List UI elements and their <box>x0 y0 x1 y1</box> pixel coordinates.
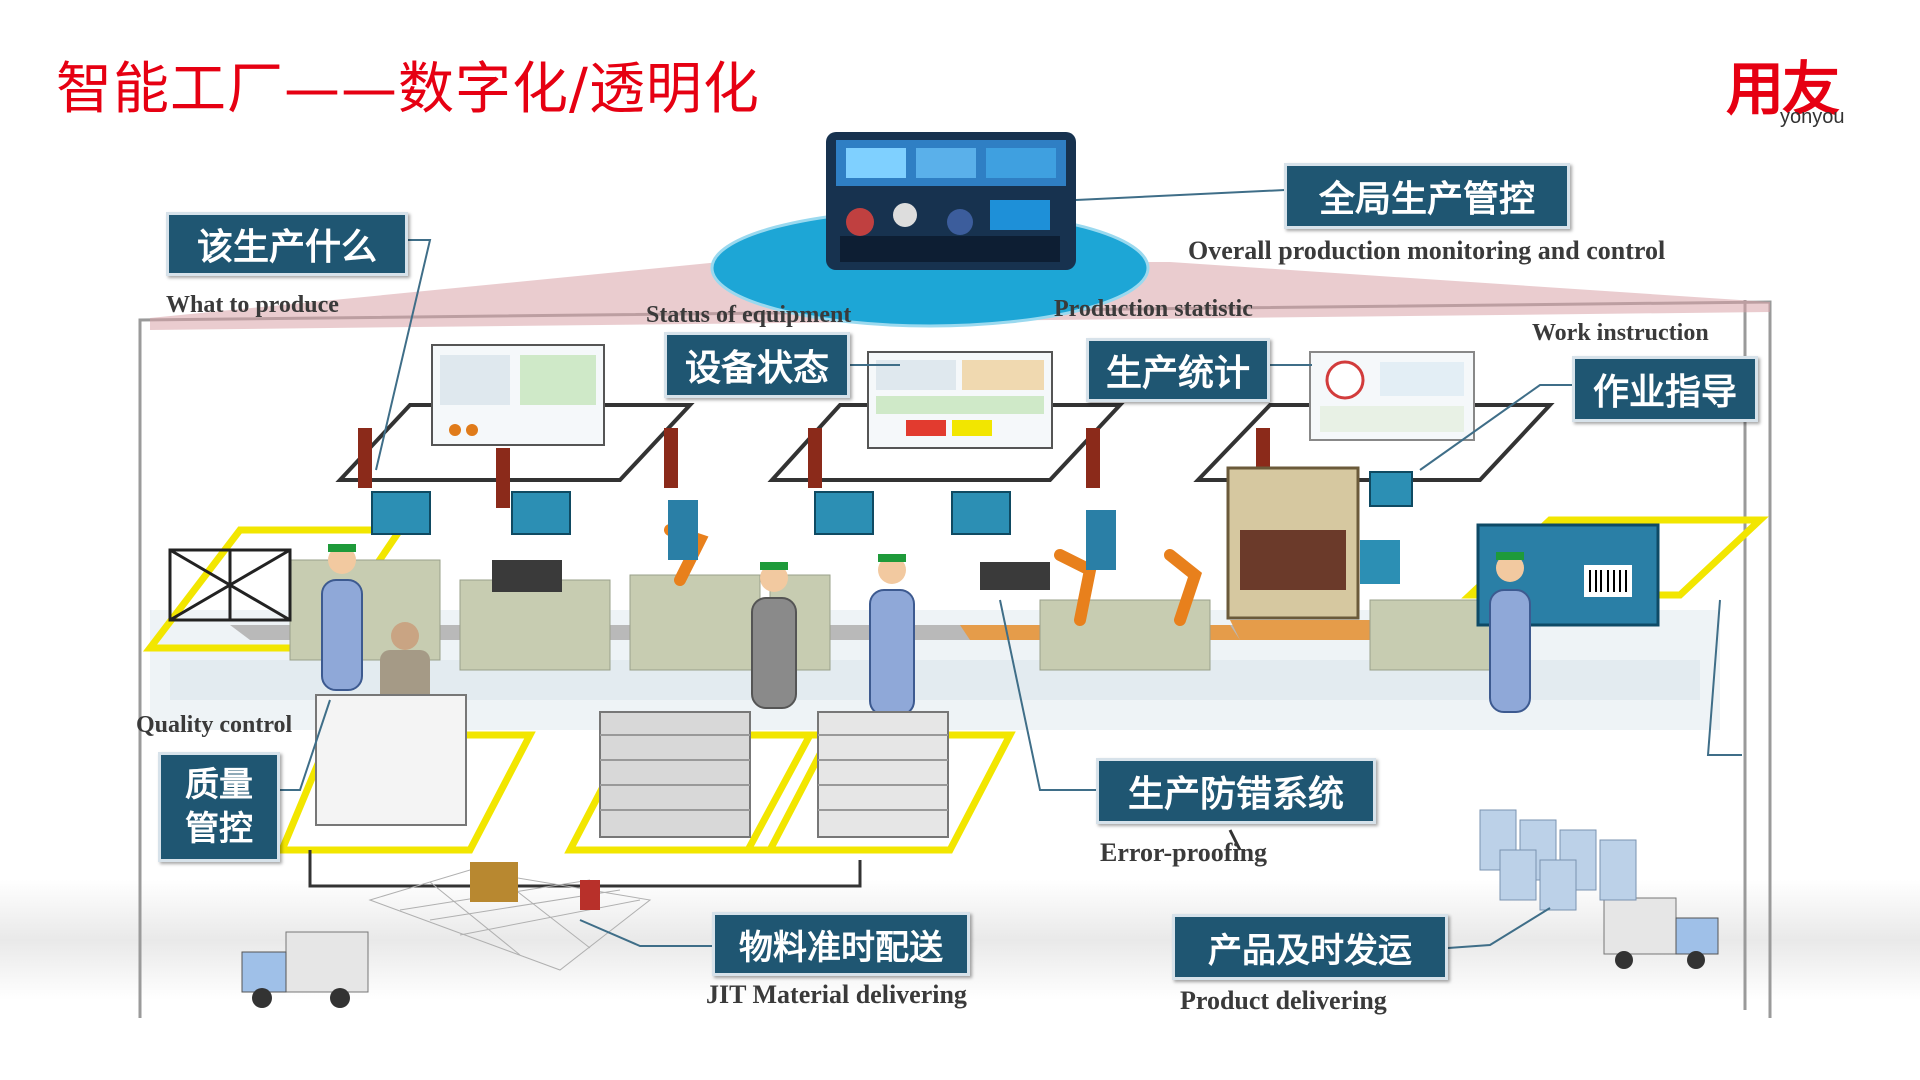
label-overall-control: 全局生产管控 <box>1284 163 1570 229</box>
label-quality-control: 质量 管控 <box>158 752 280 862</box>
caption-jit-material: JIT Material delivering <box>706 980 967 1009</box>
work-stations <box>289 559 1491 671</box>
label-production-statistic: 生产统计 <box>1086 338 1270 402</box>
logo-cn: 用友 <box>1726 55 1840 123</box>
label-what-to-produce: 该生产什么 <box>166 212 408 276</box>
label-work-instruction: 作业指导 <box>1572 356 1758 422</box>
label-jit-material: 物料准时配送 <box>712 912 970 976</box>
mes-screen-equipment-status <box>867 351 1053 449</box>
warehouse-icon <box>1479 809 1637 911</box>
cart-shelves <box>600 734 948 811</box>
control-room-photo <box>826 132 1076 270</box>
caption-equipment-status: Status of equipment <box>646 302 852 328</box>
machine-boxes <box>492 560 1050 592</box>
pallet-red <box>580 880 600 910</box>
logo-en: yonyou <box>1780 106 1845 128</box>
barcode-icon <box>1589 570 1627 592</box>
parts-rack <box>168 548 292 622</box>
pallet-boxes <box>470 862 518 902</box>
worker-icon <box>321 579 1531 716</box>
caption-quality-control: Quality control <box>136 712 293 738</box>
yonyou-logo: 用友 yonyou <box>1726 42 1876 132</box>
caption-production-statistic: Production statistic <box>1054 296 1253 322</box>
caption-product-delivering: Product delivering <box>1180 986 1387 1015</box>
leader-lines <box>158 239 1742 949</box>
worker-caps <box>328 544 1524 570</box>
caption-overall-control: Overall production monitoring and contro… <box>1188 236 1666 265</box>
label-product-delivering: 产品及时发运 <box>1172 914 1448 980</box>
mes-screen-what-to-produce <box>431 344 605 446</box>
slide-title: 智能工厂——数字化/透明化 <box>56 57 760 122</box>
press-machine <box>1226 466 1400 620</box>
caption-what-to-produce: What to produce <box>166 292 339 318</box>
truck-icon <box>241 931 369 1008</box>
caption-work-instruction: Work instruction <box>1532 320 1709 346</box>
caption-error-proofing: Error-proofing <box>1100 838 1268 867</box>
truck-icon-product <box>1603 897 1719 969</box>
mes-screen-production-statistic <box>1309 351 1475 441</box>
label-error-proofing: 生产防错系统 <box>1096 758 1376 824</box>
monitor-screen-icon <box>371 471 1413 535</box>
worker-heads <box>328 546 1524 592</box>
blue-cabinets <box>668 500 1116 570</box>
material-carts <box>315 694 949 838</box>
worker-gray <box>751 597 797 709</box>
label-equipment-status: 设备状态 <box>664 332 850 398</box>
